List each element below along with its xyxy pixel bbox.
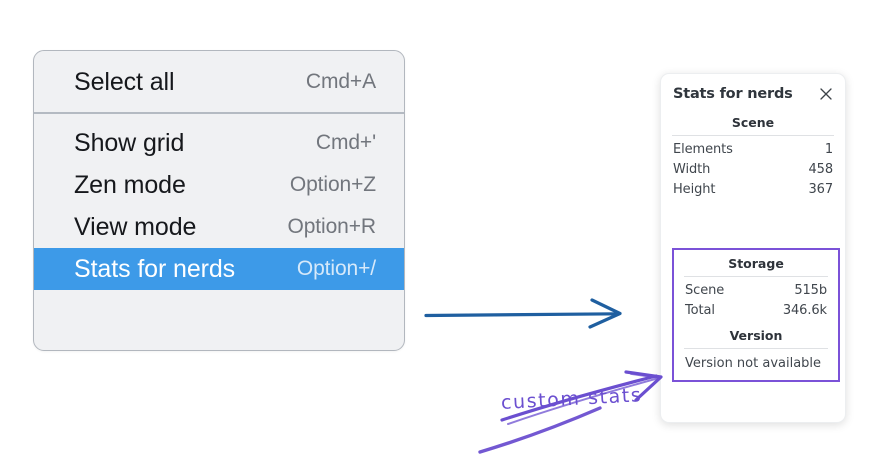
menu-item-label: Select all xyxy=(74,67,175,96)
context-menu[interactable]: Select all Cmd+A Show grid Cmd+' Zen mod… xyxy=(33,50,405,351)
version-heading: Version xyxy=(729,328,783,343)
row-key: Total xyxy=(685,303,715,318)
version-divider xyxy=(684,348,828,349)
menu-item-shortcut: Cmd+A xyxy=(305,70,376,93)
table-row: Scene 515b xyxy=(674,281,838,301)
row-value: 367 xyxy=(808,182,833,197)
table-row: Elements 1 xyxy=(661,140,845,160)
panel-header: Stats for nerds xyxy=(661,86,845,102)
custom-stats-highlight-box: Storage Scene 515b Total 346.6k Version … xyxy=(672,248,840,382)
menu-item-stats-for-nerds[interactable]: Stats for nerds Option+/ xyxy=(34,248,404,290)
menu-item-shortcut: Cmd+' xyxy=(315,131,376,154)
menu-item-shortcut: Option+R xyxy=(287,215,376,238)
table-row: Height 367 xyxy=(661,180,845,200)
custom-stats-annotation-label: custom stats xyxy=(500,384,643,414)
row-value: 346.6k xyxy=(782,303,827,318)
menu-item-shortcut: Option+Z xyxy=(289,173,376,196)
scene-section: Scene Elements 1 Width 458 Height 367 xyxy=(661,113,845,204)
table-row: Total 346.6k xyxy=(674,301,838,321)
menu-item-label: Zen mode xyxy=(74,170,186,199)
row-value: 1 xyxy=(824,142,833,157)
menu-item-label: Stats for nerds xyxy=(74,254,236,283)
menu-item-view-mode[interactable]: View mode Option+R xyxy=(34,206,404,248)
row-key: Elements xyxy=(673,142,733,157)
row-key: Scene xyxy=(685,283,725,298)
custom-stats-annotation-arrow xyxy=(478,370,663,454)
close-icon[interactable] xyxy=(818,86,834,102)
menu-item-show-grid[interactable]: Show grid Cmd+' xyxy=(34,122,404,164)
menu-separator xyxy=(34,112,404,114)
menu-item-zen-mode[interactable]: Zen mode Option+Z xyxy=(34,164,404,206)
storage-heading: Storage xyxy=(728,256,784,271)
menu-group-1: Select all Cmd+A xyxy=(34,51,404,112)
version-text: Version not available xyxy=(685,356,822,371)
storage-divider xyxy=(684,276,828,277)
scene-heading: Scene xyxy=(731,115,775,130)
menu-item-label: Show grid xyxy=(74,128,185,157)
panel-title: Stats for nerds xyxy=(673,86,793,102)
row-key: Width xyxy=(673,162,711,177)
row-value: 458 xyxy=(808,162,833,177)
row-key: Height xyxy=(673,182,716,197)
menu-item-shortcut: Option+/ xyxy=(296,257,376,280)
menu-group-2: Show grid Cmd+' Zen mode Option+Z View m… xyxy=(34,114,404,298)
blue-arrow-annotation xyxy=(424,298,622,329)
row-value: 515b xyxy=(794,283,827,298)
menu-item-label: View mode xyxy=(74,212,197,241)
table-row: Width 458 xyxy=(661,160,845,180)
menu-item-select-all[interactable]: Select all Cmd+A xyxy=(34,61,404,103)
scene-divider xyxy=(672,135,834,136)
stats-for-nerds-panel: Stats for nerds Scene Elements 1 Width 4… xyxy=(660,73,846,423)
